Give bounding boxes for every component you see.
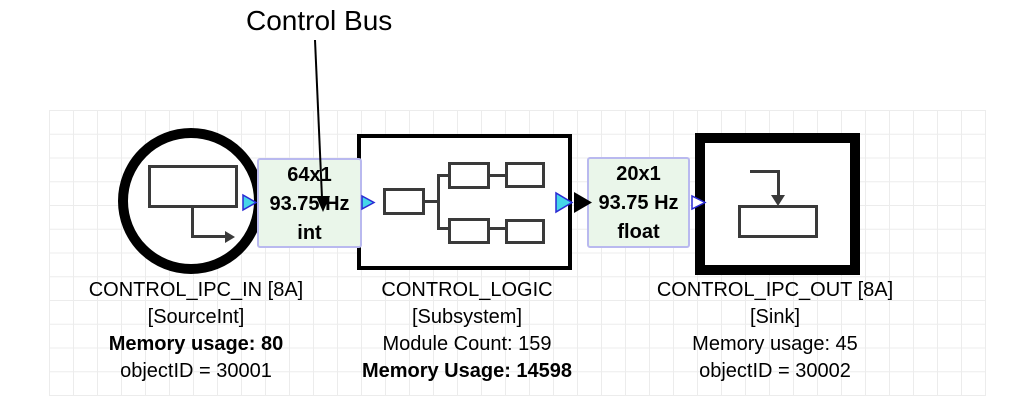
subsystem-icon-link-bottom xyxy=(490,227,505,230)
source-icon-rect xyxy=(148,165,238,208)
caption-control-ipc-out: CONTROL_IPC_OUT [8A] [Sink] Memory usage… xyxy=(620,277,930,385)
sink-icon-arrowhead xyxy=(771,195,785,206)
subsystem-icon-branch-bottom xyxy=(437,227,448,230)
block-control-logic[interactable] xyxy=(357,134,572,270)
subsystem-icon-connector xyxy=(425,200,439,203)
sink-icon-rect xyxy=(738,205,818,238)
block-type: [Sink] xyxy=(749,306,801,328)
signal-rate: 93.75 Hz xyxy=(269,193,350,215)
source-icon-arrowhead xyxy=(225,231,235,243)
subsystem-icon-trunk xyxy=(437,174,440,230)
block-stat1: Module Count: 159 xyxy=(382,333,552,355)
sink-icon-hline xyxy=(750,170,780,173)
block-control-ipc-in[interactable] xyxy=(118,128,264,274)
block-stat1: Memory usage: 45 xyxy=(692,333,858,355)
block-name: CONTROL_LOGIC xyxy=(381,279,553,301)
block-stat2: objectID = 30002 xyxy=(699,360,851,382)
subsystem-icon-rect-bot-mid xyxy=(448,218,490,244)
signal-rate: 93.75 Hz xyxy=(598,192,679,214)
signal-label-control-bus[interactable]: 64x1 93.75 Hz int xyxy=(257,158,362,248)
subsystem-icon-rect-bot-right xyxy=(505,219,545,244)
signal-dims: 20x1 xyxy=(616,163,661,185)
signal-dtype: float xyxy=(617,221,660,243)
source-icon-vline xyxy=(191,207,194,238)
block-stat2: Memory Usage: 14598 xyxy=(361,360,573,382)
caption-control-ipc-in: CONTROL_IPC_IN [8A] [SourceInt] Memory u… xyxy=(41,277,351,385)
block-stat1: Memory usage: 80 xyxy=(108,333,284,355)
subsystem-icon-branch-top xyxy=(437,174,448,177)
block-name: CONTROL_IPC_IN [8A] xyxy=(88,279,304,301)
block-name: CONTROL_IPC_OUT [8A] xyxy=(656,279,894,301)
block-control-ipc-out[interactable] xyxy=(695,133,860,275)
signal-label-output[interactable]: 20x1 93.75 Hz float xyxy=(587,157,690,248)
block-stat2: objectID = 30001 xyxy=(120,360,272,382)
subsystem-icon-rect-top-right xyxy=(505,162,545,188)
caption-control-logic: CONTROL_LOGIC [Subsystem] Module Count: … xyxy=(312,277,622,385)
signal-dtype: int xyxy=(297,222,322,244)
block-type: [Subsystem] xyxy=(411,306,523,328)
annotation-control-bus[interactable]: Control Bus xyxy=(246,5,393,36)
signal-dims: 64x1 xyxy=(287,164,332,186)
block-type: [SourceInt] xyxy=(147,306,245,328)
subsystem-icon-link-top xyxy=(490,174,505,177)
subsystem-icon-rect-top-mid xyxy=(448,162,490,189)
source-icon-hline xyxy=(191,235,226,238)
sink-icon-vline xyxy=(777,170,780,196)
subsystem-icon-rect-left xyxy=(383,188,425,215)
